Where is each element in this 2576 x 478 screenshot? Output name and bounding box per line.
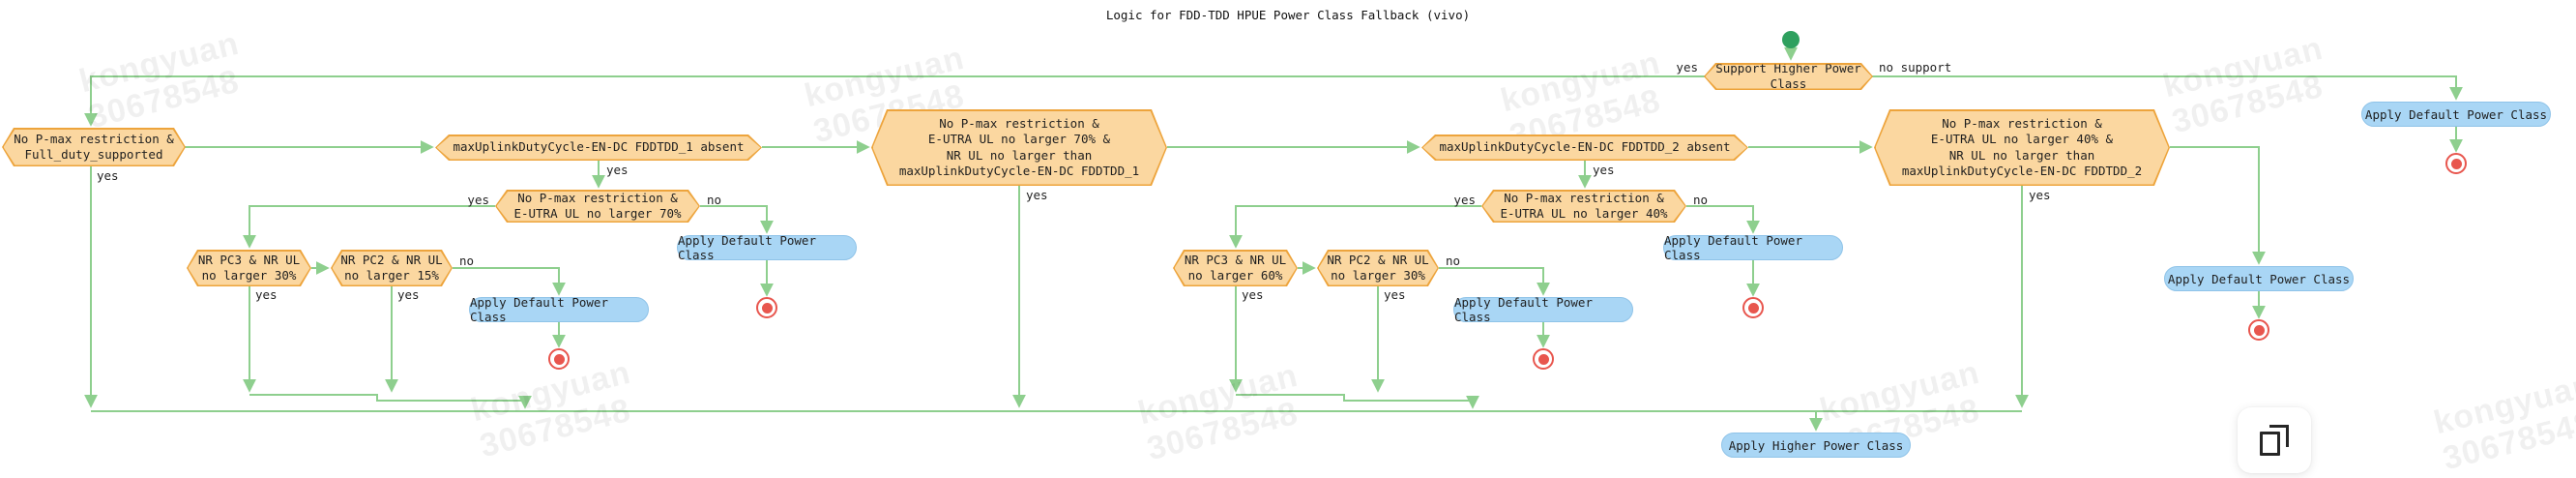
decision-pc2-30: NR PC2 & NR UL no larger 30% — [1317, 250, 1439, 286]
label-no: no — [707, 193, 722, 207]
decision-support-higher-power-class: Support Higher Power Class — [1704, 63, 1873, 90]
label-yes: yes — [397, 287, 420, 302]
end-node — [756, 297, 777, 318]
label-yes: yes — [1593, 163, 1615, 177]
label-yes: yes — [97, 168, 119, 183]
label-yes: yes — [1242, 287, 1264, 302]
label-yes: yes — [2029, 188, 2051, 202]
end-node — [1533, 348, 1554, 370]
label-yes: yes — [1026, 188, 1048, 202]
start-node — [1782, 31, 1800, 48]
decision-eutra-ul-40: No P-max restriction & E-UTRA UL no larg… — [1481, 190, 1686, 223]
label-no-support: no support — [1879, 60, 1952, 75]
label-yes: yes — [1453, 193, 1476, 207]
decision-eutra-ul-70: No P-max restriction & E-UTRA UL no larg… — [495, 190, 700, 223]
decision-duty-cycle-1-check: No P-max restriction & E-UTRA UL no larg… — [871, 109, 1167, 186]
decision-full-duty-supported: No P-max restriction & Full_duty_support… — [2, 128, 186, 166]
end-node — [2445, 153, 2467, 174]
label-no: no — [1693, 193, 1709, 207]
action-apply-default-pc2-30-no: Apply Default Power Class — [1453, 295, 1633, 324]
decision-duty-cycle-2-check: No P-max restriction & E-UTRA UL no larg… — [1874, 109, 2170, 186]
label-yes: yes — [255, 287, 278, 302]
action-apply-default-eutra70-no: Apply Default Power Class — [677, 233, 857, 262]
label-yes: yes — [1676, 60, 1698, 75]
copy-icon — [2260, 425, 2289, 456]
action-apply-higher-power-class: Apply Higher Power Class — [1721, 433, 1911, 458]
copy-icon-front-sheet — [2260, 432, 2280, 456]
copy-button[interactable] — [2238, 407, 2311, 473]
decision-pc3-30: NR PC3 & NR UL no larger 30% — [187, 250, 311, 286]
action-apply-default-pc2-15-no: Apply Default Power Class — [469, 295, 649, 324]
action-apply-default-no-support: Apply Default Power Class — [2361, 102, 2551, 127]
diagram-title: Logic for FDD-TDD HPUE Power Class Fallb… — [1105, 8, 1471, 22]
action-apply-default-eutra40-no: Apply Default Power Class — [1663, 233, 1843, 262]
label-yes: yes — [606, 163, 629, 177]
end-node — [2248, 319, 2269, 341]
label-yes: yes — [467, 193, 489, 207]
end-node — [1742, 297, 1764, 318]
action-apply-default-duty2-no: Apply Default Power Class — [2164, 266, 2354, 291]
end-node — [548, 348, 570, 370]
copy-icon-back-sheet — [2269, 425, 2289, 447]
label-no: no — [1446, 254, 1461, 268]
decision-pc3-60: NR PC3 & NR UL no larger 60% — [1173, 250, 1298, 286]
label-yes: yes — [1384, 287, 1406, 302]
decision-pc2-15: NR PC2 & NR UL no larger 15% — [331, 250, 453, 286]
label-no: no — [459, 254, 475, 268]
decision-duty-cycle-1-absent: maxUplinkDutyCycle-EN-DC FDDTDD_1 absent — [435, 134, 762, 161]
decision-duty-cycle-2-absent: maxUplinkDutyCycle-EN-DC FDDTDD_2 absent — [1421, 134, 1748, 161]
